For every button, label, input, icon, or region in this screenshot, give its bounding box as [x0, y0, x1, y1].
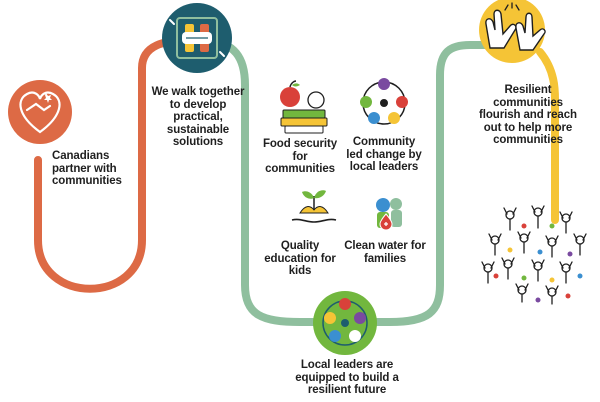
outcome-community-label: Community led change by local leaders — [346, 136, 422, 173]
path-segment-orange — [34, 36, 194, 293]
path-segment-teal — [201, 36, 504, 326]
high-five-icon — [479, 0, 546, 63]
path-segment-yellow — [536, 48, 559, 224]
heart-handshake-icon — [8, 80, 72, 144]
outcome-food-label: Food security for communities — [262, 138, 338, 175]
step-resilient-label: Resilient communities flourish and reach… — [479, 84, 577, 146]
step-walk-together-label: We walk together to develop practical, s… — [151, 86, 245, 148]
community-circle-icon — [360, 78, 408, 125]
joined-hands-icon — [162, 3, 232, 73]
step-canadians-label: Canadians partner with communities — [52, 150, 122, 187]
outcome-water-label: Clean water for families — [344, 240, 426, 265]
step-local-leaders-label: Local leaders are equipped to build a re… — [295, 359, 399, 396]
leaders-circle-icon — [313, 291, 377, 355]
celebrating-crowd-icon — [481, 205, 587, 305]
seedling-hands-icon — [291, 190, 337, 223]
water-family-icon — [376, 198, 402, 231]
food-books-icon — [280, 80, 328, 134]
outcome-education-label: Quality education for kids — [264, 240, 336, 277]
